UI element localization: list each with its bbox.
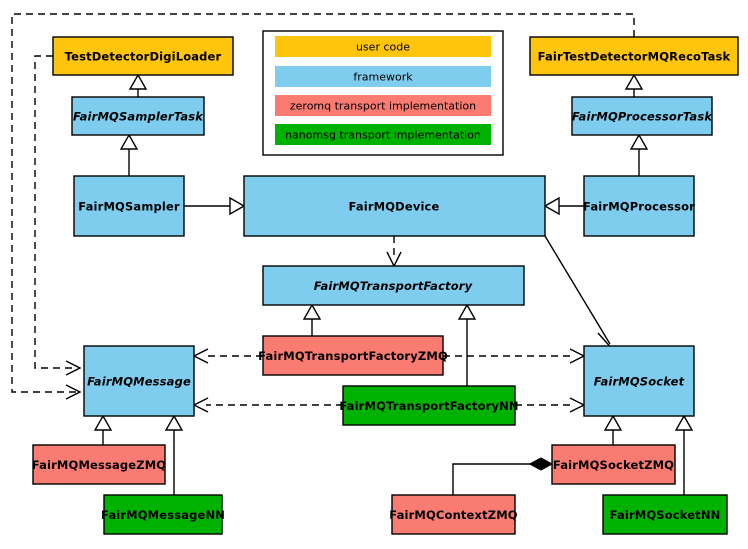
node-box[interactable] (103, 494, 223, 535)
node-label: FairMQTransportFactoryNN (339, 399, 518, 413)
node-box[interactable] (571, 96, 713, 136)
edge-device-to-socket (544, 235, 616, 353)
legend-label-zeromq: zeromq transport implementation (290, 100, 476, 113)
node-label: FairMQMessage (87, 375, 191, 389)
legend-swatch-framework (275, 66, 491, 87)
edge-sampler-to-samplertask (119, 133, 139, 176)
edge-samplertask-to-digiloader (128, 73, 148, 97)
edge-factorynn-to-socket (515, 397, 586, 413)
node-label: FairMQTransportFactory (314, 279, 473, 293)
node-fair-mq-socket-nn[interactable]: FairMQSocketNN (602, 494, 728, 535)
node-fair-mq-transport-factory[interactable]: FairMQTransportFactory (262, 265, 525, 306)
node-box[interactable] (342, 385, 516, 426)
node-fair-mq-transport-factory-nn[interactable]: FairMQTransportFactoryNN (339, 385, 518, 426)
node-box[interactable] (391, 494, 516, 535)
node-box[interactable] (529, 36, 739, 76)
node-label: FairMQSamplerTask (73, 110, 204, 124)
node-fair-mq-device[interactable]: FairMQDevice (243, 175, 546, 237)
edge-factoryzmq-to-message (192, 348, 263, 364)
edge-socketnn-to-socket (674, 414, 694, 495)
edge-processortask-to-recotask (624, 73, 644, 97)
node-label: FairMQSocketNN (610, 508, 721, 522)
node-label: FairMQSocketZMQ (553, 458, 674, 472)
node-fair-mq-socket[interactable]: FairMQSocket (583, 345, 695, 417)
node-box[interactable] (262, 335, 444, 376)
node-fair-mq-sampler-task[interactable]: FairMQSamplerTask (71, 96, 205, 136)
legend-label-nanomsg: nanomsg transport implementation (285, 129, 481, 142)
node-box[interactable] (32, 444, 166, 485)
edge-processor-to-device (543, 196, 584, 216)
node-fair-mq-sampler[interactable]: FairMQSampler (73, 175, 185, 237)
edge-factoryzmq-to-transportfactory (302, 303, 322, 336)
node-label: FairMQTransportFactoryZMQ (258, 349, 448, 363)
edge-sampler-to-device (184, 196, 246, 216)
legend-label-framework: framework (353, 71, 413, 84)
legend-label-user-code: user code (356, 41, 410, 54)
edge-device-to-transportfactory (386, 236, 402, 268)
node-test-detector-digi-loader[interactable]: TestDetectorDigiLoader (52, 36, 234, 76)
node-label: FairMQSampler (78, 200, 180, 214)
node-fair-mq-socket-zmq[interactable]: FairMQSocketZMQ (551, 444, 676, 485)
legend-swatch-user-code (275, 36, 491, 57)
node-fair-mq-processor[interactable]: FairMQProcessor (583, 175, 695, 237)
edge-factoryzmq-to-socket (443, 348, 586, 364)
node-label: TestDetectorDigiLoader (65, 50, 222, 64)
node-label: FairMQMessageNN (101, 508, 225, 522)
node-box[interactable] (602, 494, 728, 535)
legend: user code framework zeromq transport imp… (262, 30, 504, 156)
node-box[interactable] (73, 175, 185, 237)
node-label: FairMQDevice (349, 200, 440, 214)
edge-socketzmq-composes-contextzmq (452, 457, 554, 495)
edge-layer (11, 13, 694, 495)
node-fair-mq-message-nn[interactable]: FairMQMessageNN (101, 494, 225, 535)
node-box[interactable] (71, 96, 205, 136)
node-box[interactable] (243, 175, 546, 237)
node-box[interactable] (583, 175, 695, 237)
node-label: FairMQSocket (594, 375, 685, 389)
edge-messagenn-to-message (164, 414, 184, 495)
node-box[interactable] (583, 345, 695, 417)
node-fair-mq-processor-task[interactable]: FairMQProcessorTask (571, 96, 713, 136)
edge-digiloader-to-message (34, 55, 82, 376)
node-label: FairTestDetectorMQRecoTask (538, 50, 731, 64)
node-box[interactable] (83, 345, 195, 417)
edge-factorynn-to-message (192, 397, 343, 413)
node-fair-test-detector-mq-reco-task[interactable]: FairTestDetectorMQRecoTask (529, 36, 739, 76)
node-fair-mq-message-zmq[interactable]: FairMQMessageZMQ (32, 444, 167, 485)
node-layer: TestDetectorDigiLoader FairTestDetectorM… (32, 36, 739, 535)
legend-swatch-zeromq (275, 95, 491, 116)
node-label: FairMQProcessorTask (572, 110, 713, 124)
node-label: FairMQMessageZMQ (32, 458, 167, 472)
edge-messagezmq-to-message (93, 414, 113, 445)
edge-factorynn-to-transportfactory (457, 303, 477, 386)
node-fair-mq-context-zmq[interactable]: FairMQContextZMQ (389, 494, 518, 535)
legend-swatch-nanomsg (275, 124, 491, 145)
node-box[interactable] (52, 36, 234, 76)
node-fair-mq-message[interactable]: FairMQMessage (83, 345, 195, 417)
node-box[interactable] (262, 265, 525, 306)
node-label: FairMQContextZMQ (389, 508, 518, 522)
node-box[interactable] (551, 444, 676, 485)
edge-recotask-to-message (11, 13, 635, 400)
node-fair-mq-transport-factory-zmq[interactable]: FairMQTransportFactoryZMQ (258, 335, 448, 376)
edge-socketzmq-to-socket (603, 414, 623, 445)
edge-processor-to-processortask (629, 133, 649, 176)
node-label: FairMQProcessor (583, 200, 695, 214)
